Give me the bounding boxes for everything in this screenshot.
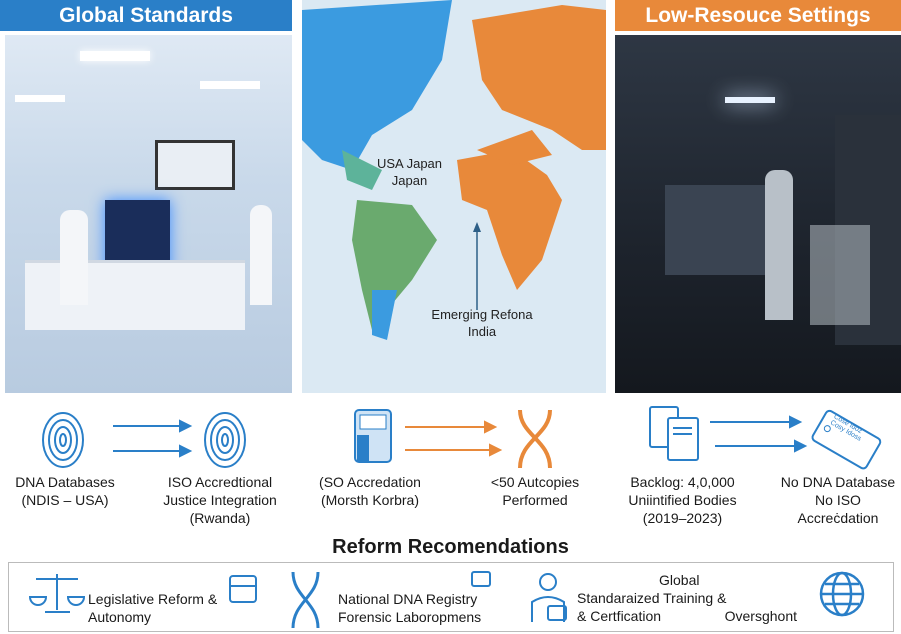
- map-label: India: [467, 324, 497, 339]
- metric-line: Backlog: 4,0,000: [630, 474, 735, 490]
- metric-line: Uniintified Bodies: [628, 492, 737, 508]
- reform-title: Reform Recomendations: [332, 536, 569, 558]
- banner-title: Global Standards: [59, 3, 233, 27]
- low-resource-lab-photo: [615, 35, 901, 393]
- metric-line: (Morsth Korbra): [320, 492, 420, 508]
- globe-icon: [819, 571, 865, 617]
- reform-line: Standaraized Training &: [577, 590, 727, 606]
- arrow-icon: [113, 419, 193, 458]
- fingerprint-icon: [204, 412, 246, 468]
- fingerprint-icon: [42, 412, 84, 468]
- briefcase-icon: [471, 571, 491, 587]
- metric-line: Accreċdation: [797, 510, 879, 526]
- reform-line: Legislative Reform &: [88, 591, 218, 607]
- metric-line: <50 Autcopies: [490, 474, 580, 490]
- dna-icon: [518, 409, 552, 469]
- metric-line: No ISO: [815, 492, 861, 508]
- map-label: USA Japan: [376, 156, 443, 171]
- global-standards-banner: Global Standards: [0, 0, 292, 31]
- briefcase-icon: [229, 575, 257, 603]
- world-map-graphic: [302, 0, 606, 340]
- map-label: Emerging Refona: [431, 307, 533, 322]
- metric-line: DNA Databases: [15, 474, 115, 490]
- banner-title: Low-Resouce Settings: [645, 3, 871, 27]
- metric-line: Performed: [502, 492, 568, 508]
- metric-line: (2019–2023): [642, 510, 723, 526]
- arrow-icon: [710, 415, 808, 453]
- metric-iso-korea: (SO Accredation (Morsth Korbra): [315, 473, 425, 509]
- metric-no-database: No DNA Database No ISO Accreċdation: [775, 473, 901, 527]
- documents-icon: [649, 406, 699, 461]
- metric-line: Justice Integration: [163, 492, 277, 508]
- reform-line: Global: [659, 572, 700, 588]
- metrics-icons: [42, 406, 882, 470]
- map-label: Japan: [391, 173, 428, 188]
- reform-line: Forensic Laboropmens: [338, 609, 482, 625]
- reform-box: [8, 562, 894, 632]
- modern-lab-photo: [5, 35, 292, 393]
- metric-dna-databases: DNA Databases (NDIS – USA): [5, 473, 125, 509]
- scales-icon: [28, 574, 86, 613]
- kiosk-icon: [354, 409, 392, 463]
- reform-line: Autonomy: [88, 609, 152, 625]
- tag-icon: [811, 409, 882, 470]
- reform-line: & Certfication: [577, 608, 662, 624]
- reform-line: Oversghont: [724, 608, 797, 624]
- arrow-icon: [405, 420, 503, 457]
- dna-icon: [291, 571, 320, 629]
- metric-line: (NDIS – USA): [21, 492, 109, 508]
- low-resource-banner: Low-Resouce Settings: [615, 0, 901, 31]
- reform-line: National DNA Registry: [338, 591, 478, 607]
- metric-line: (Rwanda): [189, 510, 251, 526]
- official-icon: [531, 573, 567, 622]
- metric-line: (SO Accredation: [319, 474, 421, 490]
- metric-line: No DNA Database: [780, 474, 896, 490]
- reform-training: Global Standaraized Training & & Certfic…: [577, 571, 797, 625]
- metric-line: ISO Accredtional: [167, 474, 273, 490]
- reform-icons: [28, 571, 865, 629]
- reform-legislative: Legislative Reform & Autonomy: [88, 590, 217, 626]
